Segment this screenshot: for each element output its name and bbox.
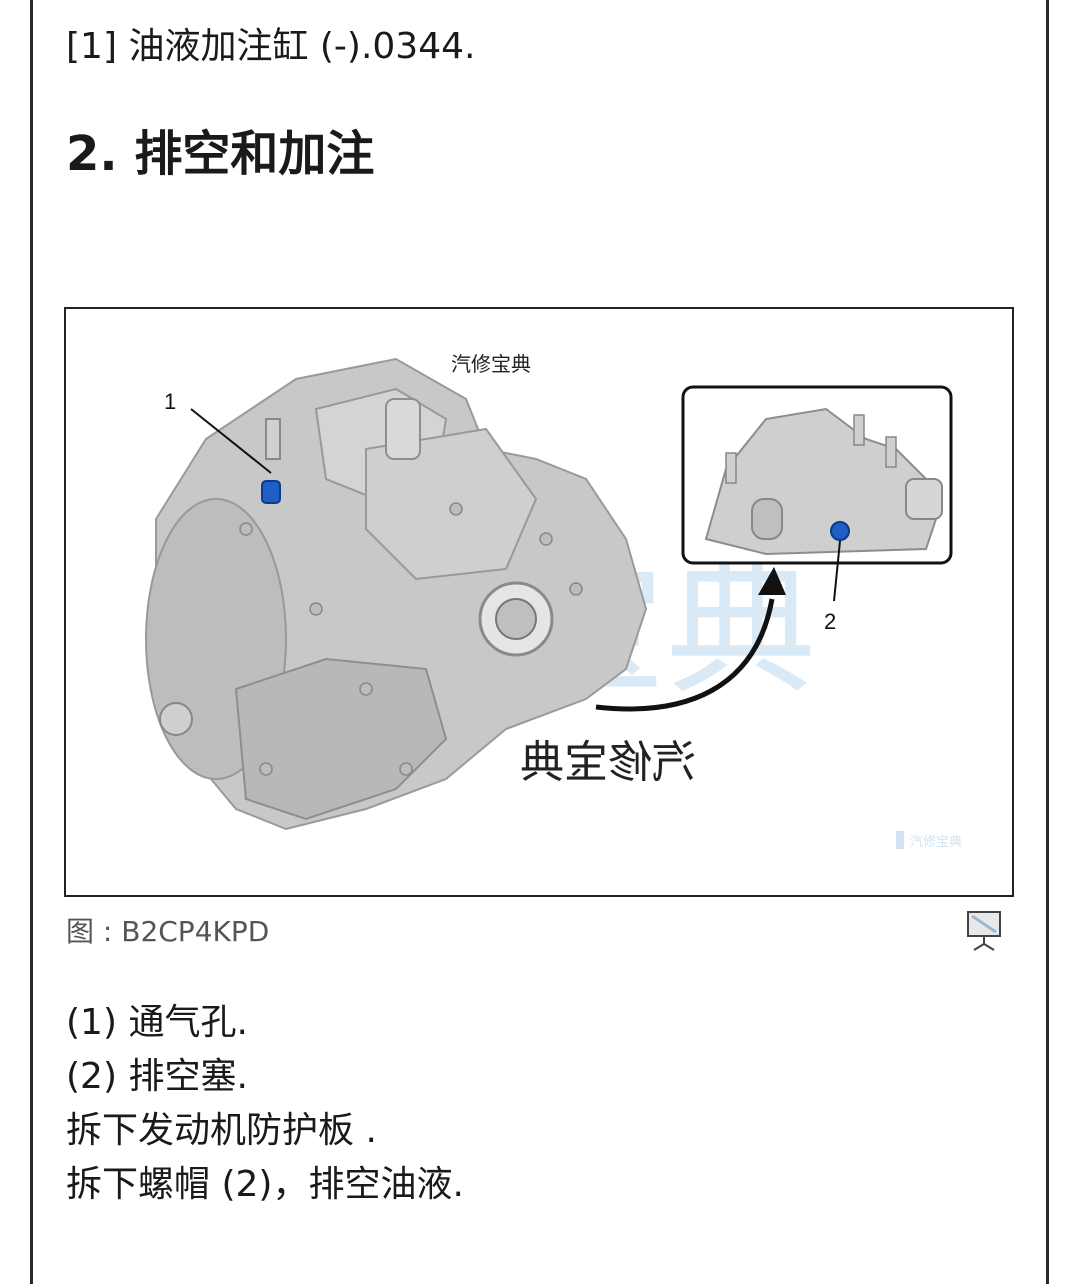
transmission-figure: 汽修宝典 1 汽修宝典 2 [64,307,1014,897]
instruction-line: 拆下螺帽 (2)，排空油液. [66,1164,464,1205]
section-title: 2. 排空和加注 [66,126,375,182]
instruction-line: (1) 通气孔. [66,1002,248,1043]
vent-cap-icon [261,480,281,504]
transmission-illustration: 汽修宝典 1 汽修宝典 2 [145,352,962,850]
drain-plug-icon [830,521,850,541]
arrow-head-icon [758,567,786,595]
instruction-line: (2) 排空塞. [66,1056,248,1097]
instruction-line: 拆下发动机防护板 . [66,1110,377,1151]
page-frame-right [1046,0,1049,1284]
page-frame-left [30,0,33,1284]
watermark-mirror: 汽修宝典 [520,737,696,788]
label-1: 1 [164,389,176,414]
reference-line: [1] 油液加注缸 (-).0344. [66,26,476,67]
watermark-small: 汽修宝典 [910,835,962,850]
watermark-top: 汽修宝典 [451,352,531,376]
presentation-icon[interactable] [964,908,1004,952]
label-2: 2 [824,609,836,634]
figure-caption: 图 : B2CP4KPD [66,915,270,948]
instruction-list: (1) 通气孔. (2) 排空塞. 拆下发动机防护板 . 拆下螺帽 (2)，排空… [66,996,464,1212]
